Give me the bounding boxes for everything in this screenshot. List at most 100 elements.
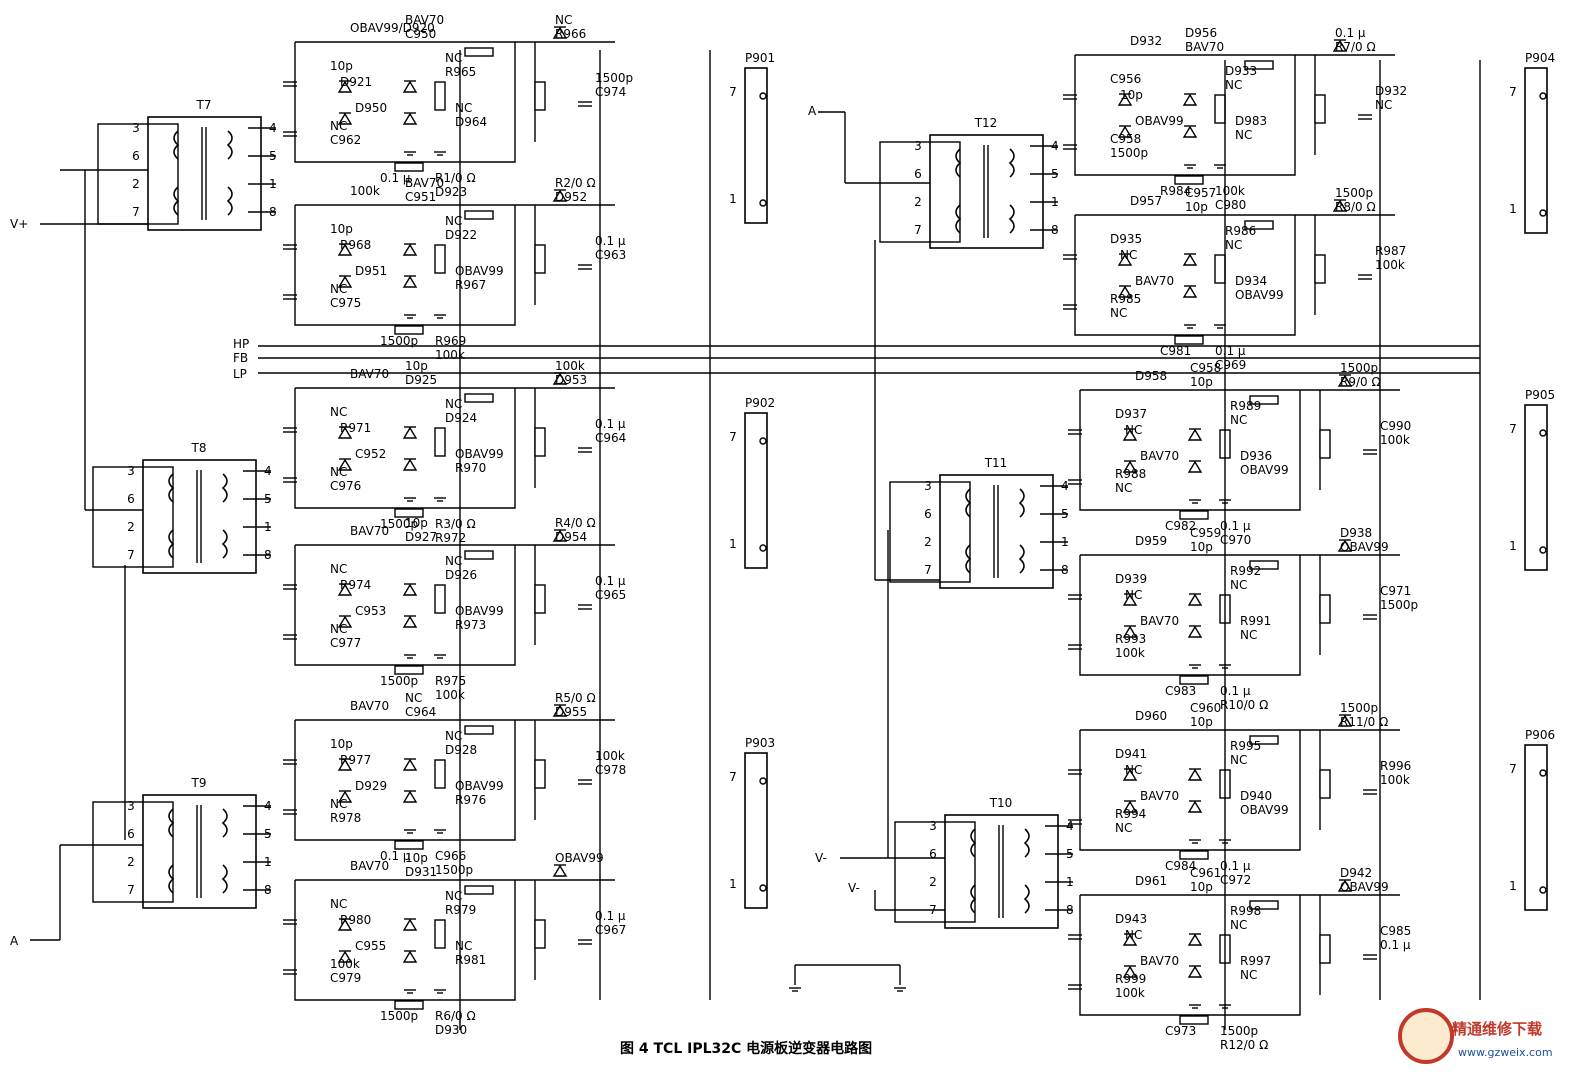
component-label: 10p [405, 359, 428, 373]
diode [1337, 879, 1353, 892]
diode [1337, 539, 1353, 552]
component-label: OBAV99 [555, 851, 604, 865]
diode [1122, 768, 1138, 781]
diode [337, 758, 353, 771]
wire [1074, 215, 1296, 336]
component-label: NC [1125, 423, 1142, 437]
pin-number: 6 [929, 847, 937, 861]
component-label: 1500p [1380, 598, 1418, 612]
resistor [394, 325, 424, 335]
component-label: 1500p [380, 517, 418, 531]
component-label: R996 [1380, 759, 1411, 773]
component-label: BAV70 [1140, 614, 1179, 628]
component-label: D928 [445, 743, 477, 757]
diode [1337, 714, 1353, 727]
diode [1187, 593, 1203, 606]
coil-primary [168, 864, 175, 894]
diode [402, 80, 418, 93]
diode [1117, 253, 1133, 266]
component-label: 10p [405, 516, 428, 530]
component-label: D924 [445, 411, 477, 425]
resistor [434, 584, 446, 614]
diode [1117, 125, 1133, 138]
component-label: NC [1235, 128, 1252, 142]
component-label: D942 [1340, 866, 1372, 880]
component-label: D940 [1240, 789, 1272, 803]
component-label: NC [330, 622, 347, 636]
component-label: 1500p [435, 863, 473, 877]
transformer-t12 [929, 134, 1044, 249]
diode [1122, 460, 1138, 473]
component-label: C963 [595, 248, 626, 262]
transformer-label: T7 [196, 98, 212, 112]
resistor [464, 393, 494, 403]
diode [337, 275, 353, 288]
resistor [464, 210, 494, 220]
resistor [1319, 594, 1331, 624]
component-label: D935 [1110, 232, 1142, 246]
component-label: 1500p [1220, 1024, 1258, 1038]
pin-number: 7 [127, 883, 135, 897]
coil-primary [970, 884, 977, 914]
component-label: OBAV99 [1340, 880, 1389, 894]
component-label: R975 [435, 674, 466, 688]
resistor [534, 427, 546, 457]
transformer-label: T12 [974, 116, 998, 130]
pin-number: 1 [729, 537, 737, 551]
component-label: NC [1115, 481, 1132, 495]
component-label: OBAV99 [1235, 288, 1284, 302]
component-label: 10p [330, 737, 353, 751]
component-label: C958 [1110, 132, 1141, 146]
component-label: C966 [435, 849, 466, 863]
component-label: 1500p [1335, 186, 1373, 200]
component-label: D955 [555, 705, 587, 719]
diode [1187, 625, 1203, 638]
component-label: 1500p [1340, 361, 1378, 375]
component-label: D929 [355, 779, 387, 793]
component-label: 10p [1190, 880, 1213, 894]
component-label: 0.1 μ [1335, 26, 1366, 40]
transformer-frame [894, 821, 976, 923]
pin-number: 3 [127, 799, 135, 813]
connector-label: P901 [745, 51, 775, 65]
wire [1079, 390, 1301, 511]
diode [1187, 800, 1203, 813]
connector-p903 [744, 752, 768, 909]
component-label: NC [445, 889, 462, 903]
connector-p902 [744, 412, 768, 569]
pin-number: 6 [914, 167, 922, 181]
component-label: OBAV99 [455, 447, 504, 461]
connector-pin [759, 884, 767, 892]
component-label: 0.1 μ [1220, 684, 1251, 698]
diode [552, 529, 568, 542]
component-label: R981 [455, 953, 486, 967]
component-label: 1500p [1340, 701, 1378, 715]
component-label: NC [445, 397, 462, 411]
component-label: R971 [340, 421, 371, 435]
component-label: D951 [355, 264, 387, 278]
component-label: D941 [1115, 747, 1147, 761]
component-label: R1/0 Ω [435, 171, 476, 185]
component-label: D938 [1340, 526, 1372, 540]
component-label: D921 [340, 75, 372, 89]
component-label: D937 [1115, 407, 1147, 421]
component-label: NC [445, 729, 462, 743]
component-label: NC [1230, 918, 1247, 932]
component-label: OBAV99 [1240, 803, 1289, 817]
diode [1122, 593, 1138, 606]
component-label: C990 [1380, 419, 1411, 433]
diode [402, 758, 418, 771]
resistor [1249, 560, 1279, 570]
component-label: 0.1 μ [595, 234, 626, 248]
transformer-frame [879, 141, 961, 243]
component-label: 10p [330, 222, 353, 236]
diode [337, 615, 353, 628]
component-label: NC [455, 101, 472, 115]
signal-label: LP [233, 367, 247, 381]
component-label: D926 [445, 568, 477, 582]
resistor [1179, 510, 1209, 520]
pin-number: 3 [924, 479, 932, 493]
component-label: C978 [595, 763, 626, 777]
signal-label: FB [233, 351, 248, 365]
component-label: R994 [1115, 807, 1146, 821]
